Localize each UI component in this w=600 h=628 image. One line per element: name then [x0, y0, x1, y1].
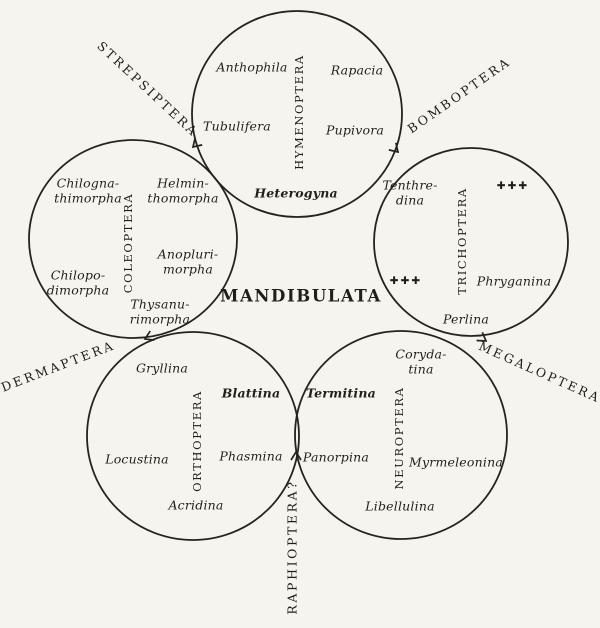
taxon-panorpina: Panorpina	[302, 449, 370, 465]
order-label-orthoptera: ORTHOPTERA	[190, 390, 204, 492]
outer-label-raphioptera: RAPHIOPTERA?	[284, 479, 300, 615]
taxon-heterogyna: Heterogyna	[254, 185, 338, 201]
order-label-coleoptera: COLEOPTERA	[121, 192, 135, 294]
taxon-myrmeleonina: Myrmeleonina	[409, 454, 503, 470]
arrow-right-lower-junction	[476, 331, 488, 342]
circle-coleoptera-outline	[28, 139, 238, 339]
taxon-libellulina: Libellulina	[365, 498, 435, 514]
taxon-thysanurimorpha: Thysanu- rimorpha	[129, 296, 191, 326]
taxon-rapacia: Rapacia	[330, 62, 384, 78]
arrow-top-left-junction	[191, 137, 203, 149]
arrow-top-right-junction	[388, 142, 400, 154]
cross-symbols-lower: ✚✚✚	[389, 275, 423, 287]
order-label-trichoptera: TRICHOPTERA	[455, 187, 469, 295]
taxon-chilognathimorpha: Chilogna- thimorpha	[54, 175, 122, 205]
taxon-phasmina: Phasmina	[219, 448, 283, 464]
order-label-neuroptera: NEUROPTERA	[392, 386, 406, 490]
arrow-left-lower-junction	[143, 330, 155, 341]
taxon-gryllina: Gryllina	[135, 360, 189, 376]
cross-symbols-upper: ✚✚✚	[496, 180, 530, 192]
taxon-phryganina: Phryganina	[476, 273, 552, 289]
taxon-blattina: Blattina	[221, 385, 281, 401]
taxon-helminthomorpha: Helmin- thomorpha	[147, 175, 219, 205]
taxon-anoplurimorpha: Anopluri- morpha	[157, 246, 219, 276]
taxon-corydalina: Coryda- tina	[395, 346, 447, 376]
taxon-perlina: Perlina	[442, 311, 490, 327]
taxon-pupivora: Pupivora	[325, 122, 385, 138]
taxon-chilopodimorpha: Chilopo- dimorpha	[46, 267, 110, 297]
center-label-mandibulata: MANDIBULATA	[220, 286, 382, 306]
taxon-acridina: Acridina	[168, 497, 224, 513]
circle-hymenoptera-outline	[191, 10, 403, 218]
taxon-termitina: Termitina	[306, 385, 376, 401]
circle-orthoptera-outline	[86, 331, 300, 541]
circle-neuroptera-outline	[294, 330, 508, 540]
arrow-bottom-junction	[290, 450, 302, 461]
taxon-tenthredina: Tenthre- dina	[382, 177, 438, 207]
taxon-locustina: Locustina	[105, 451, 169, 467]
taxon-anthophila: Anthophila	[216, 59, 288, 75]
circle-trichoptera-outline	[373, 147, 569, 337]
taxon-tubulifera: Tubulifera	[203, 118, 271, 134]
order-label-hymenoptera: HYMENOPTERA	[292, 54, 306, 170]
